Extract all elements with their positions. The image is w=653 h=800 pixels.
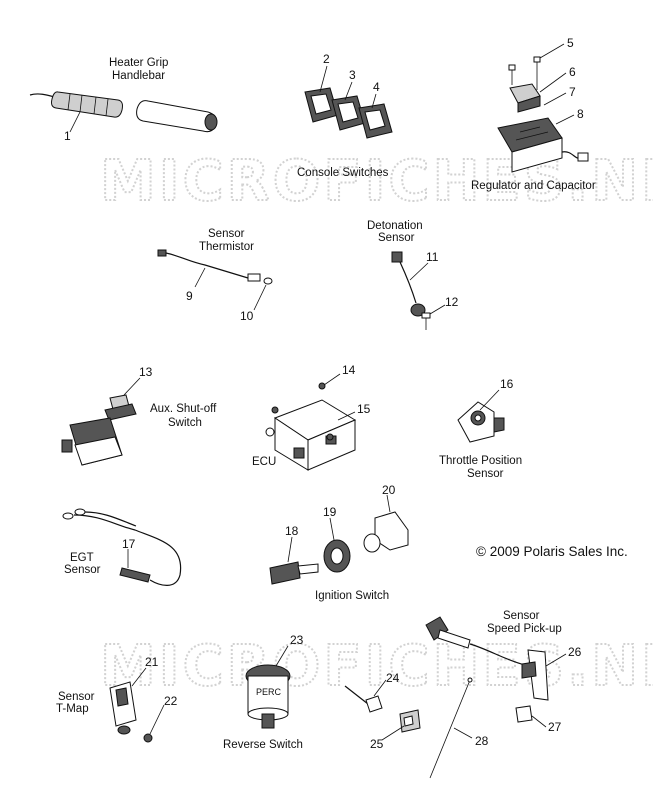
thermistor-illustration <box>157 249 273 285</box>
label-speed-sensor: Sensor <box>503 610 540 622</box>
label-aux-switch: Switch <box>168 417 202 429</box>
label-heater-grip: Heater Grip <box>109 57 168 69</box>
callout-7: 7 <box>569 85 576 99</box>
callout-3: 3 <box>349 68 356 82</box>
callout-20: 20 <box>382 483 396 497</box>
label-thermistor-sensor: Sensor <box>208 228 245 240</box>
callout-13: 13 <box>139 365 153 379</box>
callout-28: 28 <box>475 734 489 748</box>
callout-5: 5 <box>567 36 574 50</box>
callout-15: 15 <box>357 402 371 416</box>
watermark-bottom: MICROFICHES.NET <box>100 634 653 699</box>
label-speed-pickup: Speed Pick-up <box>487 623 562 635</box>
heater-grip-illustration <box>29 91 218 133</box>
callout-6: 6 <box>569 65 576 79</box>
callout-16: 16 <box>500 377 514 391</box>
label-regulator: Regulator and Capacitor <box>471 180 596 192</box>
label-throttle-sensor: Sensor <box>467 468 504 480</box>
callout-8: 8 <box>577 107 584 121</box>
regulator-illustration <box>497 56 589 173</box>
callout-10: 10 <box>240 309 254 323</box>
callout-26: 26 <box>568 645 582 659</box>
detonation-sensor-illustration <box>391 251 431 330</box>
copyright: © 2009 Polaris Sales Inc. <box>476 544 628 559</box>
callout-14: 14 <box>342 363 356 377</box>
label-console-switches: Console Switches <box>297 167 389 179</box>
callout-19: 19 <box>323 505 337 519</box>
label-handlebar: Handlebar <box>112 70 165 82</box>
callout-12: 12 <box>445 295 459 309</box>
label-tmap-sensor: Sensor <box>58 691 95 703</box>
callout-21: 21 <box>145 655 159 669</box>
callout-17: 17 <box>122 537 136 551</box>
label-egt-sensor: Sensor <box>64 564 101 576</box>
label-egt: EGT <box>70 552 94 564</box>
label-detonation: Detonation <box>367 220 423 232</box>
callout-9: 9 <box>186 289 193 303</box>
label-reverse-switch: Reverse Switch <box>223 739 303 751</box>
tmap-sensor-illustration <box>109 681 153 743</box>
speed-sensor-illustration <box>425 616 549 779</box>
callout-18: 18 <box>285 524 299 538</box>
callout-1: 1 <box>64 129 71 143</box>
label-ecu: ECU <box>252 456 276 468</box>
label-thermistor: Thermistor <box>199 241 254 253</box>
label-perc: PERC <box>256 687 282 697</box>
callout-25: 25 <box>370 737 384 751</box>
label-throttle-position: Throttle Position <box>439 455 522 467</box>
callout-2: 2 <box>323 52 330 66</box>
callout-27: 27 <box>548 720 562 734</box>
label-aux-shutoff: Aux. Shut-off <box>150 403 217 415</box>
part-24-25-illustration <box>344 685 421 733</box>
watermark-top: MICROFICHES.NET <box>100 149 653 214</box>
ignition-switch-illustration <box>269 511 409 585</box>
callout-4: 4 <box>373 80 380 94</box>
callout-11: 11 <box>426 250 439 264</box>
callout-24: 24 <box>386 671 400 685</box>
callout-23: 23 <box>290 633 304 647</box>
console-switches-illustration <box>304 87 393 139</box>
reverse-switch-illustration <box>245 664 291 729</box>
ecu-illustration <box>265 382 357 471</box>
egt-sensor-illustration <box>62 508 182 586</box>
throttle-sensor-illustration <box>457 401 505 443</box>
label-tmap: T-Map <box>56 703 89 715</box>
label-ignition-switch: Ignition Switch <box>315 590 389 602</box>
aux-switch-illustration <box>61 394 137 466</box>
callout-22: 22 <box>164 694 178 708</box>
label-detonation-sensor: Sensor <box>378 232 415 244</box>
